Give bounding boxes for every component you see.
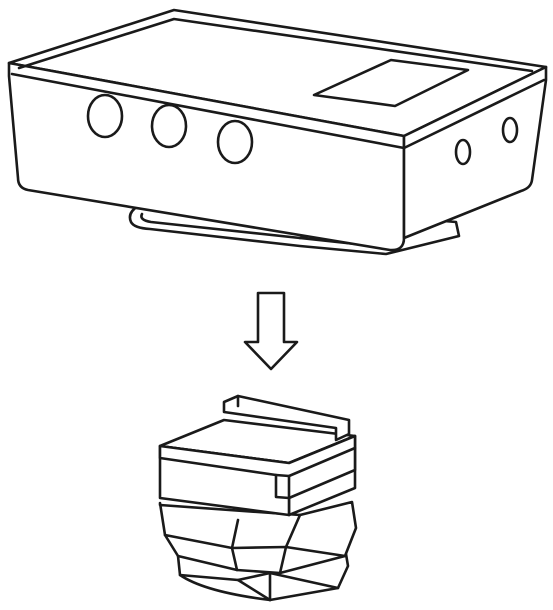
arrow-down-icon [243,291,299,371]
screen-window [312,58,470,108]
side-port-1 [454,138,472,166]
front-button-3 [216,119,254,165]
front-button-2 [150,103,188,149]
adapter-rail-back [222,394,351,442]
front-button-1 [86,93,124,139]
side-port-2 [501,116,519,144]
device-side-face [402,65,548,240]
cold-shoe-adapter [158,394,358,602]
device-body [7,8,548,252]
